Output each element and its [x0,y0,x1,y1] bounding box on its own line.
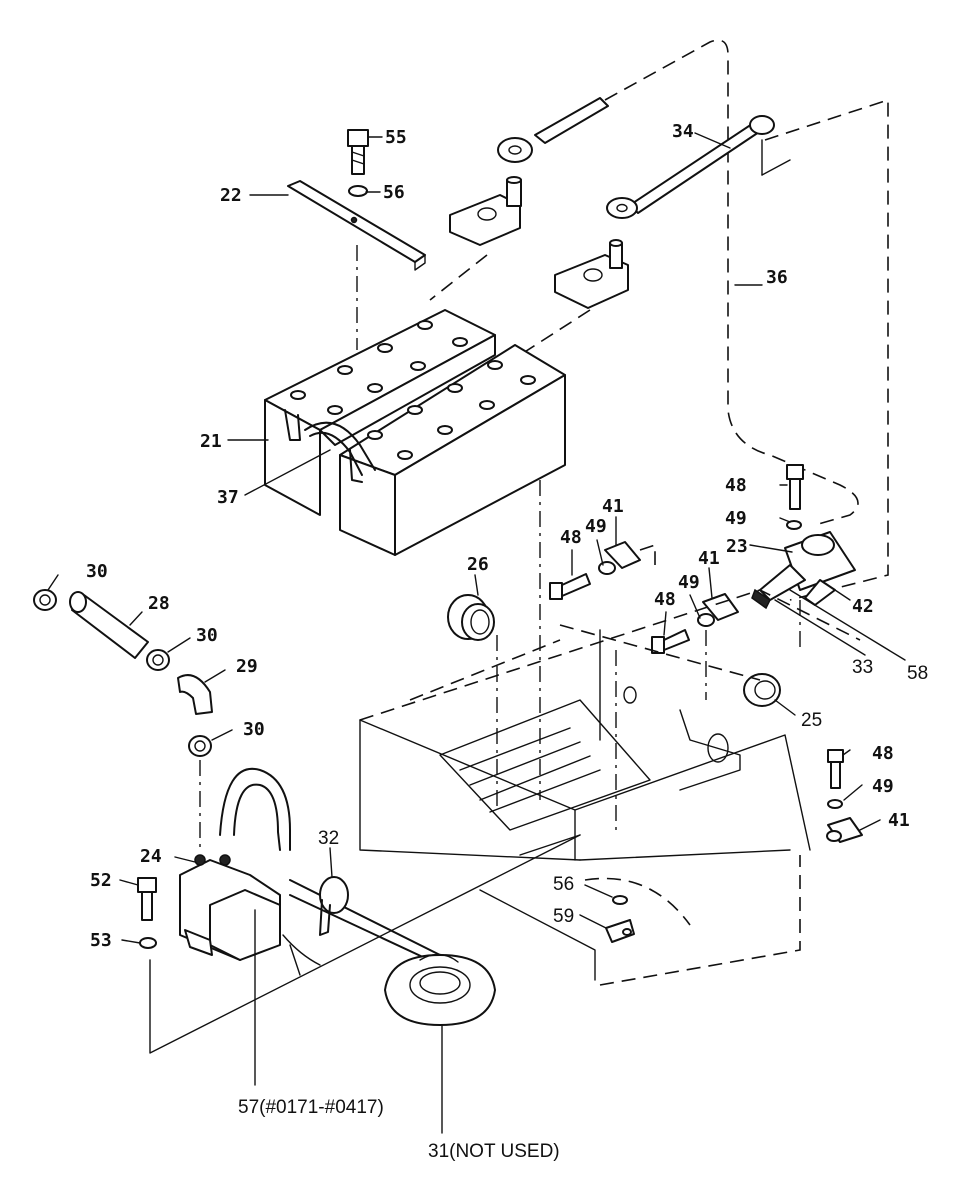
clamp-41-mid-left [598,541,656,575]
bolt-48-top [786,464,804,510]
callout-21: 21 [200,431,222,452]
hose-clamp-30-a [33,589,57,611]
terminal-59 [605,919,635,943]
washer-56 [348,185,368,197]
callout-55: 55 [385,127,407,148]
callout-24: 24 [140,846,162,867]
callout-29: 29 [236,656,258,677]
hose-28 [69,591,149,659]
hold-down-bar-22 [287,180,426,271]
clamp-41-right [826,817,863,843]
callout-49-top: 49 [725,508,747,529]
callout-49-c: 49 [872,776,894,797]
callout-48-top: 48 [725,475,747,496]
bolt-55 [347,129,369,175]
callout-57: 57(#0171-#0417) [238,1097,384,1118]
callout-42: 42 [852,596,874,617]
callout-49-b: 49 [678,572,700,593]
washer-49-right [827,799,843,809]
callout-48-c: 48 [872,743,894,764]
heater-hose [219,767,441,966]
grommet-25 [743,673,781,707]
callout-31: 31(NOT USED) [428,1141,560,1162]
washer-56-lower [612,895,628,905]
battery-cable-upper [497,97,609,163]
washer-49-top [786,520,802,530]
callout-56: 56 [383,182,405,203]
cable-route-right-dashed [764,98,889,601]
callout-41-c: 41 [888,810,910,831]
switch-assembly-23 [751,531,856,610]
bolt-48-mid-right [651,629,690,654]
cable-route-36-dashed [604,39,859,526]
bolt-52 [137,877,157,921]
callout-53: 53 [90,930,112,951]
callout-56-lower: 56 [553,874,574,895]
callout-26: 26 [467,554,489,575]
callout-32: 32 [318,828,339,849]
heater-24 [179,854,321,976]
callout-25: 25 [801,710,822,731]
callout-22: 22 [220,185,242,206]
hose-elbow-29 [177,674,213,715]
callout-30-b: 30 [196,625,218,646]
hose-clip-32 [319,876,349,936]
callout-41-b: 41 [698,548,720,569]
callout-48-a: 48 [560,527,582,548]
callout-37: 37 [217,487,239,508]
leader-lines [47,132,906,1134]
callout-58: 58 [907,663,928,684]
callout-48-b: 48 [654,589,676,610]
callout-49-a: 49 [585,516,607,537]
hose-clamp-30-b [146,649,170,671]
callout-30-a: 30 [86,561,108,582]
battery-cable-34 [606,115,775,219]
bolt-48-mid-left [549,573,591,600]
hose-clamp-30-c [188,735,212,757]
callout-41-a: 41 [602,496,624,517]
callout-30-c: 30 [243,719,265,740]
grommet-26 [447,594,495,641]
battery-terminal-left [449,176,522,246]
bolt-48-right [827,749,844,789]
callout-59: 59 [553,906,574,927]
callout-23: 23 [726,536,748,557]
callout-52: 52 [90,870,112,891]
jumper-cable-37 [284,409,376,483]
frame-chassis [359,589,861,986]
coil-31 [384,953,496,1026]
callout-28: 28 [148,593,170,614]
battery-caps [290,320,536,460]
washer-53 [139,937,157,949]
clamp-41-mid-right [697,593,739,627]
callout-34: 34 [672,121,694,142]
callout-36: 36 [766,267,788,288]
battery-21-right [339,344,566,556]
battery-terminal-right [554,239,629,309]
callout-33: 33 [852,657,873,678]
battery-21-left [264,309,496,516]
